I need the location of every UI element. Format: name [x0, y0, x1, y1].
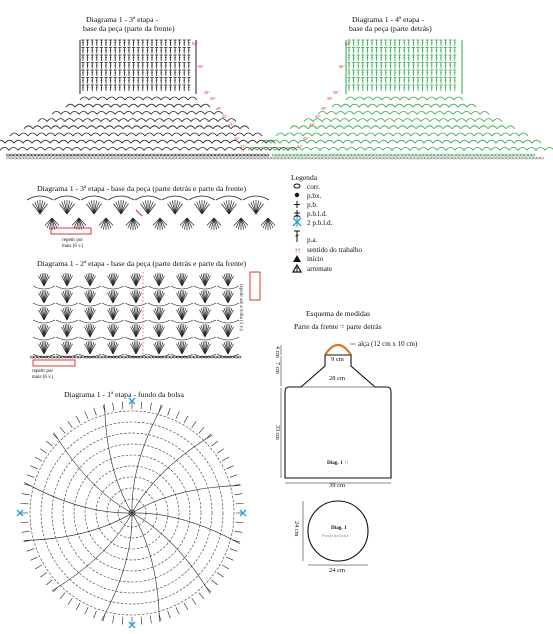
measure-39cm: 39 cm	[329, 482, 346, 489]
row-number-front: 43ª	[228, 122, 234, 127]
measure-7cm: 7 cm	[274, 362, 280, 374]
strap-label: alça (12 cm x 10 cm)	[358, 340, 418, 348]
legend-item-corr: corr.	[291, 182, 320, 192]
circle-sub-label: Fundo da bolsa	[322, 533, 349, 538]
repeat-label-b-line1: repetir por	[32, 369, 54, 374]
bag-diag-label: Diag. 1 ↑↑	[327, 460, 350, 467]
start-triangle-icon	[291, 254, 303, 265]
row-number-front: 49ª	[216, 106, 222, 111]
legend-label: p.b.	[307, 201, 318, 209]
slip-stitch-icon	[291, 191, 303, 201]
legend-label: arremate	[307, 265, 333, 273]
work-direction-icon: ↑↑	[343, 460, 350, 466]
double-crochet-icon	[291, 230, 303, 245]
base-circle-outline	[307, 500, 369, 562]
bag-diag-text: Diag. 1	[327, 460, 343, 466]
legend-item-2pbld: 2 p.b.l.d.	[291, 217, 333, 229]
row-number-front: 66ª	[198, 64, 204, 69]
back-loop-sc-icon	[291, 209, 303, 220]
base-title: Diagrama 1 - 1ª etapa - fundo da bolsa	[64, 390, 184, 399]
row-number-back: 58ª	[333, 90, 339, 95]
front-piece-diagram	[0, 39, 544, 160]
front-arc-rows	[0, 96, 298, 151]
row-number-back: 66ª	[339, 64, 345, 69]
row-number-front: 82ª	[192, 41, 198, 46]
row-number-back: 43ª	[309, 122, 315, 127]
back-upper-stitches	[345, 39, 463, 94]
double-back-loop-icon	[291, 217, 303, 229]
legend-item-pbx: p.bx.	[291, 191, 321, 201]
repeat-label-b-line2: mais (6 v.)	[32, 374, 54, 380]
legend-item-direction: ↑↑ sentido do trabalho	[291, 245, 362, 255]
repeat-label-b: repetir por mais (6 v.)	[32, 369, 53, 381]
back-base-chain	[272, 153, 536, 157]
measure-9cm: 9 cm	[331, 356, 344, 363]
measure-28cm: 28 cm	[329, 375, 346, 382]
legend-label: p.a.	[307, 236, 318, 244]
row-number-back: 41ª	[297, 144, 303, 149]
schema-subtitle: Parte da frente = parte detrás	[294, 322, 382, 331]
row-number-back: 42ª	[303, 136, 309, 141]
diagram-back-title: Diagrama 1 - 4ª etapa - base da peça (pa…	[349, 15, 432, 34]
repeat-label-a: repetir por mais (6 v.)	[62, 238, 83, 250]
legend-label: p.b.l.d.	[307, 210, 327, 218]
row-number-back: 82ª	[345, 41, 351, 46]
repeat-label-a-line1: repetir por	[62, 238, 84, 243]
measure-24h: 24 cm	[329, 567, 346, 574]
stage3-title: Diagrama 1 - 3ª etapa - base da peça (pa…	[37, 184, 247, 193]
row-number-back: 45ª	[315, 114, 321, 119]
legend-item-pb: p.b.	[291, 200, 318, 210]
front-base-chain	[6, 153, 544, 160]
circle-diag-label: Diag. 1	[331, 525, 347, 531]
schema-title: Esquema de medidas	[306, 309, 371, 318]
legend-item-pbld: p.b.l.d.	[291, 209, 327, 219]
stage3-strip	[26, 195, 276, 235]
row-number-front: 45ª	[222, 114, 228, 119]
row-number-front: 58ª	[204, 90, 210, 95]
chain-icon	[291, 182, 303, 192]
diagram-front-title: Diagrama 1 - 3ª etapa - base da peça (pa…	[83, 15, 175, 34]
base-circle-diagram	[16, 397, 247, 629]
diagram-front-title-line1: Diagrama 1 - 3ª etapa -	[86, 15, 159, 24]
direction-arrows-icon: ↑↑	[294, 245, 301, 255]
legend-label: início	[307, 255, 324, 263]
side-repeat-label: repetir até a volta (1 v.)	[238, 284, 243, 331]
diagram-back-title-line1: Diagrama 1 - 4ª etapa -	[352, 15, 425, 24]
legend-title: Legenda	[291, 173, 318, 182]
legend-label: sentido do trabalho	[307, 246, 363, 254]
diagram-back-title-line2: base da peça (parte detrás)	[349, 24, 432, 34]
measurement-schema	[280, 343, 392, 566]
repeat-label-a-line2: mais (6 v.)	[62, 243, 84, 249]
back-arc-rows	[247, 96, 553, 151]
measure-4cm: 4 cm	[274, 346, 280, 358]
measure-33cm: 33 cm	[274, 425, 280, 440]
front-upper-stitches	[79, 39, 197, 94]
row-number-back: 50ª	[327, 96, 333, 101]
strap-shape	[324, 343, 352, 356]
diagram-front-title-line2: base da peça (parte da frente)	[83, 24, 175, 34]
legend-item-finish: arremate	[291, 263, 333, 275]
row-number-front: 50ª	[210, 96, 216, 101]
row-number-front: 41ª	[240, 144, 246, 149]
legend-label: 2 p.b.l.d.	[307, 219, 333, 227]
back-piece-diagram	[247, 39, 553, 157]
legend-label: p.bx.	[307, 192, 322, 200]
legend-label: corr.	[307, 183, 320, 191]
legend-item-pa: p.a.	[291, 230, 317, 244]
row-number-back: 49ª	[321, 106, 327, 111]
finish-triangle-icon	[291, 263, 303, 275]
stage2-block	[30, 271, 261, 367]
row-number-front: 42ª	[234, 136, 240, 141]
single-crochet-icon	[291, 200, 303, 211]
legend-item-start: início	[291, 254, 323, 264]
measure-24v: 24 cm	[293, 521, 300, 537]
stage2-title: Diagrama 1 - 2ª etapa - base da peça (pa…	[37, 259, 247, 268]
